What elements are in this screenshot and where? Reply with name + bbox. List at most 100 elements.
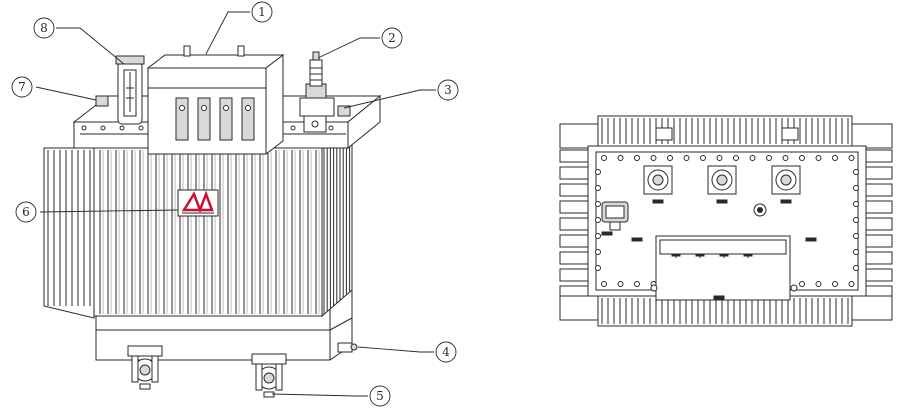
top-bolt <box>853 169 859 175</box>
top-bolt <box>601 281 607 287</box>
callout-6-number: 6 <box>22 205 30 219</box>
top-fin-left <box>559 251 589 265</box>
top-radiator-left <box>559 123 601 321</box>
radiator-left-panel <box>43 147 95 319</box>
top-fin-right <box>865 234 893 248</box>
leader-4 <box>357 346 434 353</box>
callout-2-number: 2 <box>388 31 396 45</box>
top-bolt <box>733 155 739 161</box>
top-bolt <box>832 155 838 161</box>
top-bolt <box>853 201 859 207</box>
top-fin-left-corner <box>559 123 601 149</box>
top-bolt <box>683 155 690 161</box>
top-hv-bushing-2 <box>707 165 737 204</box>
top-fin-left <box>559 200 589 214</box>
top-bolt <box>782 155 789 161</box>
cover-bolt <box>290 125 296 131</box>
top-bolt <box>595 265 601 271</box>
top-bolt <box>595 185 601 191</box>
top-lug <box>655 127 673 141</box>
cover-bolt <box>81 125 87 131</box>
wheel-left <box>127 345 163 390</box>
radiator-right <box>321 120 353 318</box>
top-fin-bottom-panel <box>597 295 853 327</box>
top-bolt <box>848 155 855 161</box>
leader-7 <box>35 86 97 101</box>
callout-7-circle <box>11 76 33 98</box>
callout-5-number: 5 <box>376 389 384 403</box>
leader-6 <box>39 209 179 213</box>
leader-8 <box>56 27 125 65</box>
top-bolt <box>617 155 624 161</box>
top-radiator-bottom <box>597 295 853 327</box>
leader-2 <box>317 37 380 59</box>
top-bolt <box>815 155 822 161</box>
top-hv-bushing-3 <box>771 165 801 204</box>
top-fin-right <box>865 251 893 265</box>
leader-5 <box>271 393 368 397</box>
top-bolt <box>595 217 601 223</box>
top-bolt <box>595 233 601 239</box>
lv-terminal-box <box>146 45 285 156</box>
callout-3-number: 3 <box>444 83 452 97</box>
radiator-front <box>93 147 323 317</box>
top-fin-left <box>559 166 589 180</box>
callout-6-circle <box>15 201 37 223</box>
top-fin-right <box>865 149 893 163</box>
top-fin-right-corner <box>851 123 893 149</box>
top-fin-left <box>559 217 589 231</box>
top-bolt <box>799 155 805 161</box>
cover-bolt <box>328 125 334 131</box>
top-fin-left-corner <box>559 295 601 321</box>
hv-bushing <box>299 51 335 133</box>
callout-4-circle <box>435 341 457 363</box>
radiator-front-panel <box>93 147 323 317</box>
top-bolt <box>853 185 859 191</box>
top-bolt <box>667 155 673 161</box>
top-bolt <box>853 265 859 271</box>
top-bolt <box>595 169 601 175</box>
top-bolt <box>848 281 855 287</box>
top-bolt <box>832 281 838 287</box>
top-fin-right <box>865 200 893 214</box>
transformer-front-view <box>43 45 382 398</box>
top-fin-right <box>865 166 893 180</box>
oil-level-indicator <box>115 55 145 125</box>
top-bolt <box>716 155 723 161</box>
top-fin-left <box>559 268 589 282</box>
leader-3 <box>343 89 436 109</box>
top-lv-box <box>650 235 798 301</box>
top-bolt <box>601 155 607 161</box>
callout-7-number: 7 <box>18 80 26 94</box>
callout-1-number: 1 <box>258 5 266 19</box>
top-fin-right <box>865 268 893 282</box>
top-bolt <box>634 281 640 287</box>
radiator-left <box>43 147 95 319</box>
top-bolt <box>650 155 657 161</box>
top-bolt <box>815 281 822 287</box>
drain-valve <box>337 342 358 353</box>
top-bolt <box>766 155 772 161</box>
callout-5-circle <box>369 385 391 407</box>
top-radiator-top <box>597 115 853 147</box>
callout-8-number: 8 <box>40 21 48 35</box>
callout-numbers: 1 2 3 4 5 6 7 8 <box>18 5 452 403</box>
top-bolt <box>853 233 859 239</box>
top-bolt <box>853 249 859 255</box>
top-hv-bushing-1 <box>643 165 673 204</box>
top-fin-right <box>865 183 893 197</box>
top-bolt <box>634 155 640 161</box>
lifting-lug <box>95 95 109 107</box>
top-lug <box>781 127 799 141</box>
top-bolt <box>799 281 805 287</box>
manufacturer-logo <box>177 189 219 217</box>
leader-1 <box>205 11 250 55</box>
top-fin-right <box>865 217 893 231</box>
callout-1-circle <box>251 1 273 23</box>
top-bolt <box>595 249 601 255</box>
pressure-relief <box>337 105 351 117</box>
top-fin-top-panel <box>597 115 853 147</box>
cover-bolt <box>138 125 144 131</box>
top-bolt <box>700 155 706 161</box>
